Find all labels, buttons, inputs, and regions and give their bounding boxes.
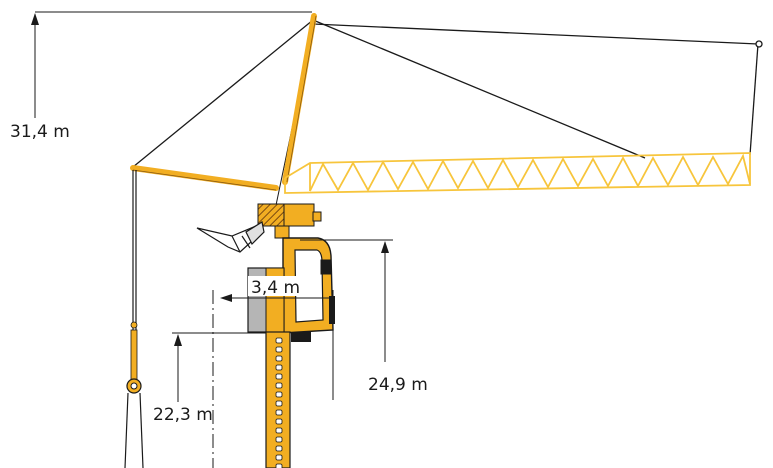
slewing-head bbox=[257, 203, 322, 239]
tower-rung bbox=[275, 391, 283, 398]
tower-rung bbox=[275, 382, 283, 389]
tower-rung bbox=[275, 445, 283, 452]
tower-rung bbox=[275, 463, 283, 468]
total-height-label: 31,4 m bbox=[10, 122, 70, 142]
tower-rung bbox=[275, 355, 283, 362]
folding-jib-hinge bbox=[196, 221, 265, 253]
jib-height-label: 24,9 m bbox=[368, 375, 428, 395]
tower-rung bbox=[275, 427, 283, 434]
tower-rung bbox=[275, 346, 283, 353]
suspension-cables bbox=[132, 19, 763, 211]
tower-rung bbox=[275, 418, 283, 425]
tower-rung bbox=[275, 337, 283, 344]
tower-rung bbox=[275, 436, 283, 443]
operator-cab bbox=[282, 237, 335, 334]
counter-jib bbox=[130, 165, 279, 191]
slewing-radius-label: 3,4 m bbox=[251, 278, 300, 298]
tower-rung bbox=[275, 409, 283, 416]
main-lattice-jib bbox=[284, 152, 751, 194]
tower-section bbox=[265, 331, 311, 468]
tower-rung bbox=[275, 454, 283, 461]
total-height-dimension: 31,4 m bbox=[10, 11, 312, 142]
base-height-dimension: 22,3 m bbox=[152, 332, 266, 425]
base-height-label: 22,3 m bbox=[153, 405, 213, 425]
crane-mast-strut bbox=[282, 13, 317, 185]
jib-height-dimension: 24,9 m bbox=[300, 239, 428, 395]
slewing-radius-dimension: 3,4 m bbox=[212, 276, 334, 468]
tower-rung bbox=[275, 373, 283, 380]
tower-rung bbox=[275, 364, 283, 371]
hoist-line bbox=[124, 170, 144, 468]
tower-rung bbox=[275, 400, 283, 407]
